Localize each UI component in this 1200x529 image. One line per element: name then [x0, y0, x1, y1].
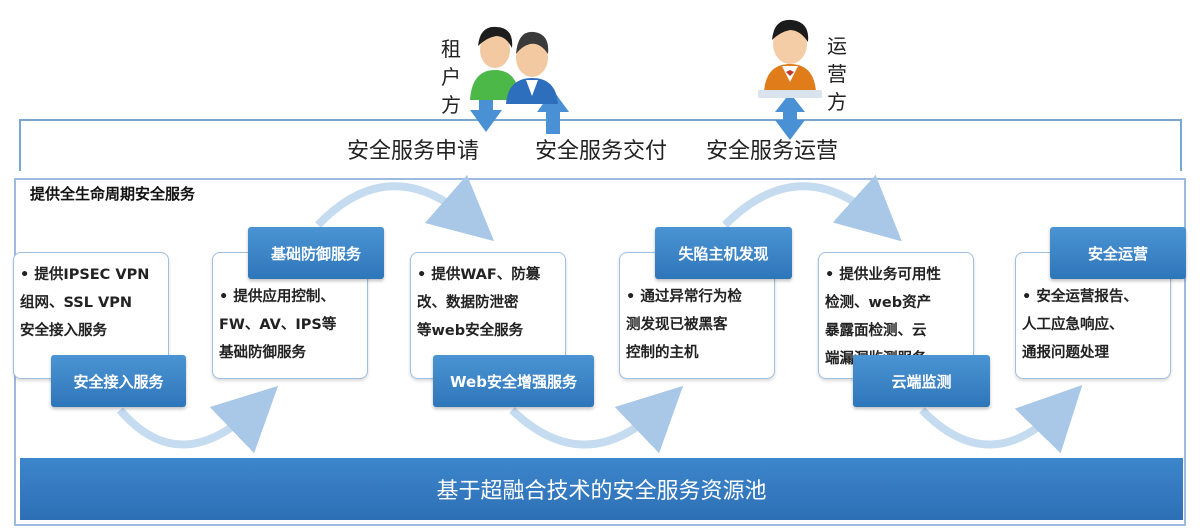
stage-description: • 提供WAF、防篡改、数据防泄密等web安全服务 — [417, 261, 559, 345]
stage-description: • 通过异常行为检测发现已被黑客控制的主机 — [626, 261, 768, 367]
stage-description-line: 改、数据防泄密 — [417, 295, 519, 311]
stage-label-compromised-host: 失陷主机发现 — [655, 227, 792, 279]
stage-description-line: 等web安全服务 — [417, 323, 524, 339]
role-char: 户 — [441, 65, 461, 89]
stage-description-line: • 提供IPSEC VPN — [20, 267, 150, 283]
flow-arc-3 — [722, 174, 902, 242]
role-char: 运 — [827, 34, 847, 58]
label-service-operate: 安全服务运营 — [706, 139, 839, 164]
stage-description-line: 组网、SSL VPN — [20, 295, 133, 311]
stage-description-line: FW、AV、IPS等 — [219, 317, 337, 333]
stage-description-line: 安全接入服务 — [20, 323, 107, 339]
tenant-people-icon — [470, 26, 558, 104]
label-service-deliver: 安全服务交付 — [535, 139, 668, 164]
stage-description-line: 通报问题处理 — [1022, 345, 1109, 361]
stage-description-line: • 提供应用控制、 — [219, 289, 335, 305]
stage-description: • 提供应用控制、 FW、AV、IPS等基础防御服务 — [219, 261, 361, 367]
stage-description-line: 测发现已被黑客 — [626, 317, 728, 333]
role-char: 租 — [441, 37, 461, 61]
role-char: 方 — [441, 93, 461, 117]
stage-description-line: 暴露面检测、云 — [825, 323, 927, 339]
stage-description-line: • 提供WAF、防篡 — [417, 267, 541, 283]
stage-label-web-security: Web安全增强服务 — [433, 355, 594, 407]
stage-description-line: • 安全运营报告、 — [1022, 289, 1138, 305]
stage-description: • 提供IPSEC VPN 组网、SSL VPN 安全接入服务 — [20, 261, 162, 345]
role-char: 营 — [827, 62, 847, 86]
flow-arc-4 — [509, 385, 684, 454]
tenant-role-label: 租户方 — [440, 35, 462, 119]
arrow-updown-icon — [775, 93, 805, 140]
stage-description: • 安全运营报告、人工应急响应、通报问题处理 — [1022, 261, 1164, 367]
stage-label-security-ops: 安全运营 — [1050, 227, 1186, 279]
stage-description-line: • 提供业务可用性 — [825, 267, 941, 283]
flow-arc-5 — [919, 385, 1083, 454]
operator-role-label: 运营方 — [826, 32, 848, 116]
operator-people-icon — [758, 19, 822, 98]
flow-arc-2 — [116, 385, 279, 454]
role-char: 方 — [827, 90, 847, 114]
stage-description-line: 检测、web资产 — [825, 295, 932, 311]
stage-description-line: 基础防御服务 — [219, 345, 306, 361]
label-service-apply: 安全服务申请 — [347, 139, 480, 164]
stage-label-secure-access: 安全接入服务 — [51, 355, 186, 407]
stage-description-line: • 通过异常行为检 — [626, 289, 742, 305]
stage-description-line: 人工应急响应、 — [1022, 317, 1124, 333]
flow-arc-1 — [315, 174, 495, 242]
service-request-band — [19, 119, 1182, 171]
frame-title: 提供全生命周期安全服务 — [30, 185, 196, 203]
resource-pool-bar: 基于超融合技术的安全服务资源池 — [20, 458, 1183, 520]
stage-label-basic-defense: 基础防御服务 — [248, 227, 384, 279]
stage-label-cloud-monitoring: 云端监测 — [853, 355, 990, 407]
stage-description-line: 控制的主机 — [626, 345, 699, 361]
